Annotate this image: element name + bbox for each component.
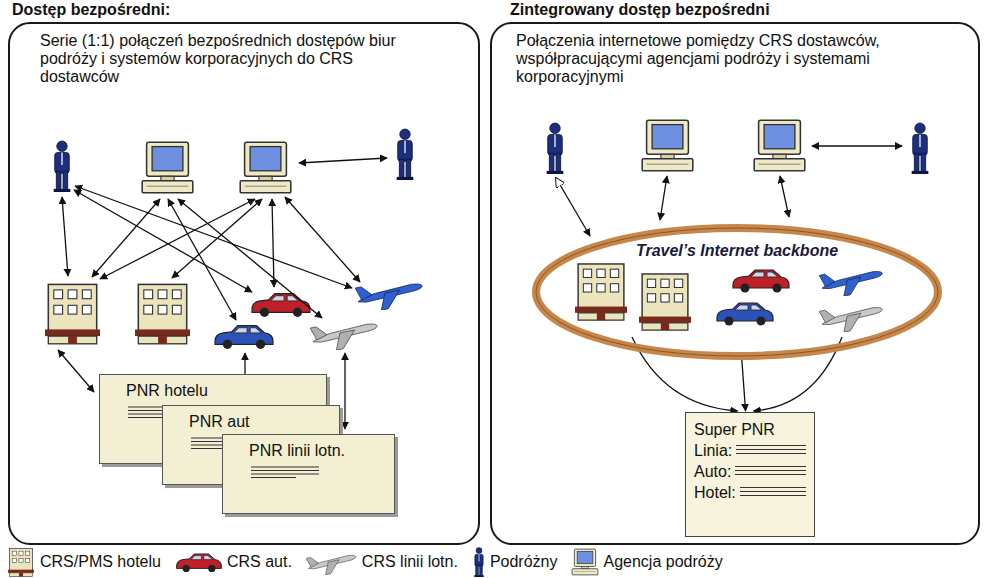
supplier-icon <box>819 262 885 300</box>
connector-arrow <box>742 360 746 411</box>
backbone-ellipse: Travel’s Internet backbone <box>532 224 942 360</box>
legend-icon <box>472 547 486 577</box>
supplier-icon <box>575 264 627 320</box>
legend-text: CRS linii lotn. <box>362 553 458 571</box>
panel: Zintegrowany dostęp bezpośredniPołączeni… <box>490 22 980 545</box>
panel-description: Połączenia internetowe pomiędzy CRS dost… <box>516 32 916 86</box>
legend-icon <box>571 548 599 576</box>
super-pnr-heading: Super PNR <box>694 419 806 440</box>
super-pnr-text: Auto: <box>694 461 731 482</box>
pnr-document: PNR linii lotn. <box>222 434 395 514</box>
legend-text: CRS aut. <box>227 553 292 571</box>
legend-icon <box>306 549 358 575</box>
super-pnr-row: Hotel: <box>694 482 806 503</box>
legend-icon <box>6 547 36 577</box>
backbone-label: Travel’s Internet backbone <box>532 242 942 260</box>
supplier-icon <box>639 274 691 330</box>
legend-text: Podróżny <box>490 553 558 571</box>
super-pnr-text: Hotel: <box>694 482 736 503</box>
super-pnr-row: Linia: <box>694 440 806 461</box>
legend-item: CRS linii lotn. <box>306 549 458 575</box>
panel: Dostęp bezpośredni:Serie (1:1) połączeń … <box>8 22 480 545</box>
legend-item: Podróżny <box>472 547 558 577</box>
super-pnr-box: Super PNRLinia:Auto:Hotel: <box>685 412 815 537</box>
supplier-icon <box>733 270 789 293</box>
document-label: PNR aut <box>163 406 339 431</box>
super-pnr-text: Linia: <box>694 440 732 461</box>
fill-lines <box>735 466 806 477</box>
legend-text: Agencja podróży <box>603 553 722 571</box>
legend-item: Agencja podróży <box>571 548 722 576</box>
super-pnr-text: Super PNR <box>694 419 775 440</box>
document-label: PNR linii lotn. <box>223 435 394 460</box>
super-pnr-row: Auto: <box>694 461 806 482</box>
panel-heading: Dostęp bezpośredni: <box>12 0 170 20</box>
legend: CRS/PMS hotelu CRS aut. CRS linii lotn. Pod… <box>6 547 731 577</box>
panel-description: Serie (1:1) połączeń bezpośrednich dostę… <box>40 32 400 86</box>
document-lines <box>251 465 321 479</box>
supplier-icon <box>717 303 773 326</box>
fill-lines <box>740 487 806 498</box>
fill-lines <box>736 445 806 456</box>
legend-icon <box>175 551 223 573</box>
legend-item: CRS aut. <box>175 551 292 573</box>
legend-item: CRS/PMS hotelu <box>6 547 161 577</box>
supplier-icon <box>819 298 885 336</box>
document-label: PNR hotelu <box>100 375 326 400</box>
panel-heading: Zintegrowany dostęp bezpośredni <box>510 0 770 20</box>
legend-text: CRS/PMS hotelu <box>40 553 161 571</box>
